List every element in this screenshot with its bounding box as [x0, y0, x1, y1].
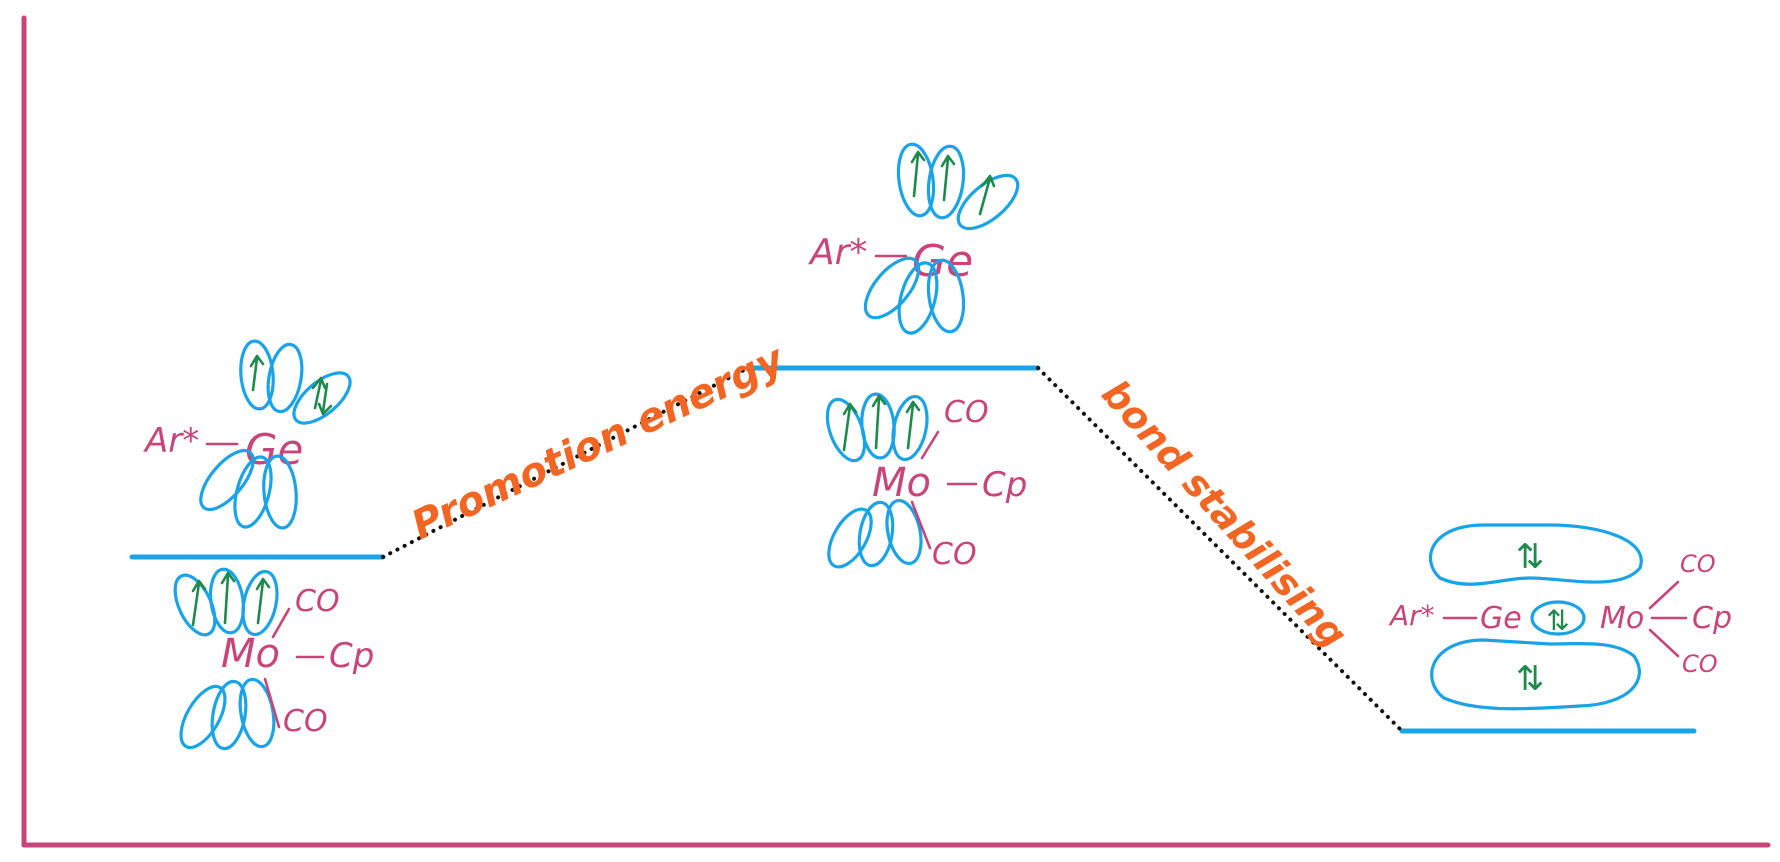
- ge-orbital-lobe: [926, 144, 966, 220]
- electron-pair-top: ⇅: [1516, 537, 1545, 577]
- ge-orbital-lobe: [262, 454, 298, 530]
- cp-label: Cp: [1692, 601, 1732, 636]
- mo-orbital-lobe: [210, 679, 248, 751]
- mo-label: Mo: [221, 631, 280, 677]
- mo-orbital-lobe: [827, 507, 873, 569]
- mo-orbital-lobe: [857, 500, 895, 568]
- ge-orbital-lobe: [233, 455, 273, 529]
- ge-orbital-lobe: [956, 173, 1020, 231]
- mo-label: Mo: [872, 460, 931, 506]
- co-bottom-label: CO: [1682, 650, 1718, 678]
- co-bond-top: [920, 430, 940, 460]
- ar-label: Ar*: [1388, 599, 1435, 632]
- bond-stabilising-label: bond stabilising: [1093, 372, 1355, 657]
- co-bottom-label: CO: [932, 537, 977, 572]
- mo-orbital-lobe: [891, 394, 929, 462]
- electron-up-arrows: [910, 150, 996, 216]
- co-top-label: CO: [944, 395, 989, 430]
- mo-label: Mo: [1600, 601, 1644, 636]
- co-bond-top: [1648, 580, 1680, 610]
- co-bond-top: [271, 607, 291, 639]
- bonding-orbital-bottom: [1430, 638, 1641, 711]
- co-top-label: CO: [295, 584, 340, 619]
- ge-orbital-lobe: [199, 448, 255, 512]
- mo-orbital-lobe: [208, 567, 246, 635]
- ge-orbital-lobe: [266, 342, 304, 414]
- electron-up-arrow: [249, 354, 265, 392]
- ge-orbital-lobe: [239, 339, 275, 411]
- ge-orbital-lobe: [896, 142, 936, 218]
- connector-bond: [1036, 366, 1404, 733]
- mo-fragment-left: CO Mo Cp CO: [173, 567, 374, 751]
- ar-label: Ar*: [808, 232, 867, 273]
- electron-pair-bottom: ⇅: [1516, 659, 1545, 699]
- mo-orbital-lobe: [179, 684, 227, 750]
- electron-up-arrows: [842, 394, 921, 452]
- ge-orbital-lobe: [926, 258, 966, 334]
- bonding-orbital-top: [1429, 523, 1643, 586]
- ge-orbital-lobe: [897, 261, 939, 335]
- ge-label: Ge: [1480, 601, 1522, 636]
- co-bond-bottom: [910, 500, 932, 550]
- mo-orbital-lobe: [241, 569, 279, 637]
- product-complex: ⇅ Ar* Ge ⇅ Mo CO Cp CO ⇅: [1388, 523, 1732, 711]
- electron-pair-arrow: [311, 376, 333, 416]
- ge-orbital-lobe: [292, 371, 352, 425]
- co-bond-bottom: [1648, 628, 1680, 658]
- mo-fragment-middle: CO Mo Cp CO: [825, 392, 1027, 572]
- cp-label: Cp: [982, 465, 1027, 505]
- co-bond-bottom: [263, 677, 281, 729]
- ge-label: Ge: [245, 425, 303, 474]
- ge-fragment-middle: Ar* Ge: [808, 142, 1020, 335]
- ar-label: Ar*: [143, 421, 199, 461]
- ge-orbital-lobe: [863, 256, 921, 320]
- co-bottom-label: CO: [283, 704, 328, 739]
- mo-orbital-lobe: [238, 677, 276, 749]
- electron-up-arrows: [191, 571, 271, 627]
- cp-label: Cp: [329, 636, 374, 676]
- promotion-energy-label: Promotion energy: [405, 336, 793, 549]
- sigma-bond-orbital: [1530, 600, 1586, 636]
- co-top-label: CO: [1680, 550, 1716, 578]
- mo-orbital-lobe: [885, 498, 923, 566]
- ge-fragment-left: Ar* Ge: [143, 339, 352, 530]
- electron-pair-middle: ⇅: [1546, 604, 1569, 637]
